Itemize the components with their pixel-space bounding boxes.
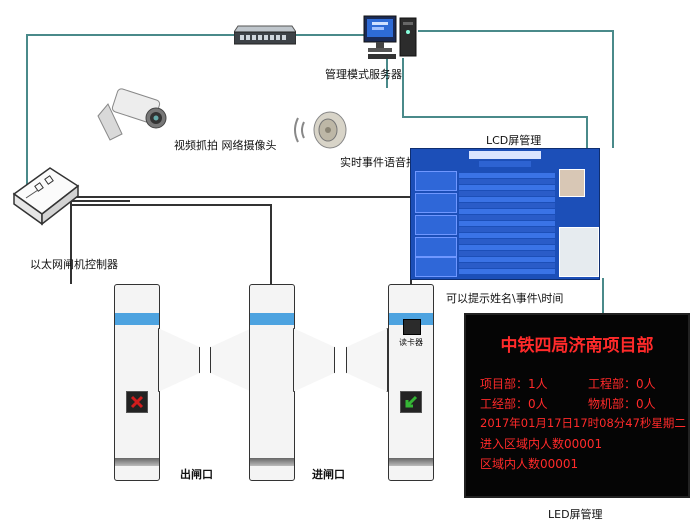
led-line1-left: 项目部：1人 [480, 377, 548, 391]
speaker-icon [290, 108, 352, 152]
green-arrow-icon [400, 391, 422, 413]
computer-server-icon [362, 12, 424, 62]
card-reader-label: 读卡器 [399, 338, 423, 347]
wire-right-vertical [612, 30, 614, 148]
wire-server-lcd-b [402, 58, 404, 118]
lcd-screen [410, 148, 600, 280]
lcd-stat-box [415, 257, 457, 277]
speaker-label: 实时事件语音播报 [340, 156, 428, 169]
lcd-stat-box [415, 171, 457, 191]
led-line1-right: 工程部：0人 [588, 377, 656, 391]
wire-top-right [418, 30, 614, 32]
led-line2-right: 物机部：0人 [588, 397, 656, 411]
card-reader-icon [403, 319, 421, 335]
wire-server-lcd-a [386, 58, 388, 88]
gate-flap [293, 328, 335, 392]
wire-top-left [26, 34, 234, 36]
red-x-icon [126, 391, 148, 413]
wire-left-vertical [26, 34, 28, 204]
led-title: LED屏管理 [548, 508, 603, 521]
lcd-title: LCD屏管理 [486, 134, 542, 147]
lcd-person-photo [559, 169, 585, 197]
network-switch-icon [233, 18, 297, 48]
security-camera-icon [92, 86, 172, 144]
led-entered: 进入区域内人数00001 [480, 437, 603, 451]
wire-lcd-to-led [602, 278, 604, 314]
wire-to-lcd [402, 116, 588, 118]
wire-gate2-down [270, 204, 272, 284]
lcd-caption: 可以提示姓名\事件\时间 [446, 292, 564, 305]
gate-pillar-right: 读卡器 [388, 284, 434, 481]
lcd-banner [469, 151, 541, 159]
camera-label: 视频抓拍 网络摄像头 [174, 139, 277, 152]
gate-pillar-middle [249, 284, 295, 481]
wire-top-middle [296, 34, 366, 36]
lcd-stat-box [415, 193, 457, 213]
led-heading: 中铁四局济南项目部 [500, 336, 654, 356]
wire-controller-gate1 [70, 200, 72, 284]
server-label: 管理模式服务器 [325, 68, 402, 81]
gate-pillar-left [114, 284, 160, 481]
led-line2-left: 工经部：0人 [480, 397, 548, 411]
wire-controller-gate1b [70, 200, 130, 202]
wire-controller-to-gate2 [72, 204, 272, 206]
controller-label: 以太网闸机控制器 [30, 258, 118, 271]
wire-to-lcd-down [586, 116, 588, 148]
gate-flap [210, 328, 252, 392]
led-board: 中铁四局济南项目部 项目部：1人 工程部：0人 工经部：0人 物机部：0人 20… [464, 313, 690, 498]
led-datetime: 2017年01月17日17时08分47秒星期二 [480, 416, 686, 430]
entry-gate-label: 进闸口 [312, 468, 345, 481]
led-in-area: 区域内人数00001 [480, 457, 579, 471]
lcd-stat-box [415, 237, 457, 257]
gate-flap [158, 328, 200, 392]
wire-controller-to-gate3 [76, 196, 412, 198]
lcd-stat-box [415, 215, 457, 235]
lcd-capture-photo [559, 227, 599, 277]
gate-flap [346, 328, 388, 392]
controller-box-icon [8, 160, 80, 232]
lcd-subtitle [479, 161, 531, 167]
exit-gate-label: 出闸口 [180, 468, 213, 481]
